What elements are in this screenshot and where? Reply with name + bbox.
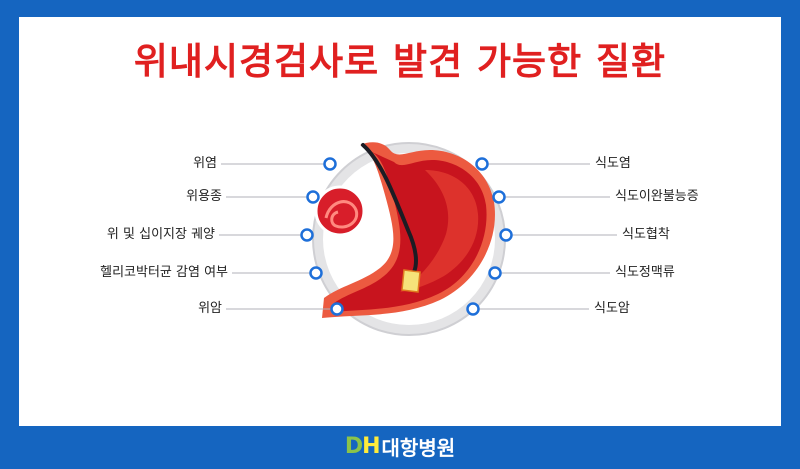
page-title: 위내시경검사로 발견 가능한 질환 xyxy=(129,40,671,84)
marker-nodes xyxy=(300,157,513,316)
label-esophageal-varices: 식도정맥류 xyxy=(615,265,675,280)
label-esophageal-cancer: 식도암 xyxy=(594,301,630,316)
title-area: 위내시경검사로 발견 가능한 질환 xyxy=(0,40,800,84)
hospital-name: 대항병원 xyxy=(381,436,456,460)
node-right-1 xyxy=(475,157,489,171)
node-left-1 xyxy=(323,157,337,171)
node-left-4 xyxy=(309,266,323,280)
label-ulcer: 위 및 십이지장 궤양 xyxy=(106,227,215,242)
label-gastritis: 위염 xyxy=(193,156,217,171)
footer: DH 대항병원 xyxy=(0,432,800,461)
left-connectors xyxy=(219,163,332,310)
label-gastric-cancer: 위암 xyxy=(198,301,222,316)
hospital-logo: DH 대항병원 xyxy=(345,432,455,461)
label-esophageal-stricture: 식도협착 xyxy=(622,227,670,242)
logo-mark: DH xyxy=(344,434,381,459)
node-right-2 xyxy=(492,190,506,204)
label-gastric-polyp: 위용종 xyxy=(186,189,222,204)
right-connectors xyxy=(478,163,617,310)
label-helicobacter: 헬리코박터균 감염 여부 xyxy=(100,265,228,280)
node-left-3 xyxy=(300,228,314,242)
node-right-5 xyxy=(466,302,480,316)
node-left-2 xyxy=(306,190,320,204)
polyp-closeup xyxy=(314,185,366,237)
node-right-3 xyxy=(499,228,513,242)
node-right-4 xyxy=(488,266,502,280)
stomach-illustration xyxy=(322,142,495,318)
label-achalasia: 식도이완불능증 xyxy=(615,189,699,204)
node-left-5 xyxy=(330,302,344,316)
label-esophagitis: 식도염 xyxy=(595,156,631,171)
